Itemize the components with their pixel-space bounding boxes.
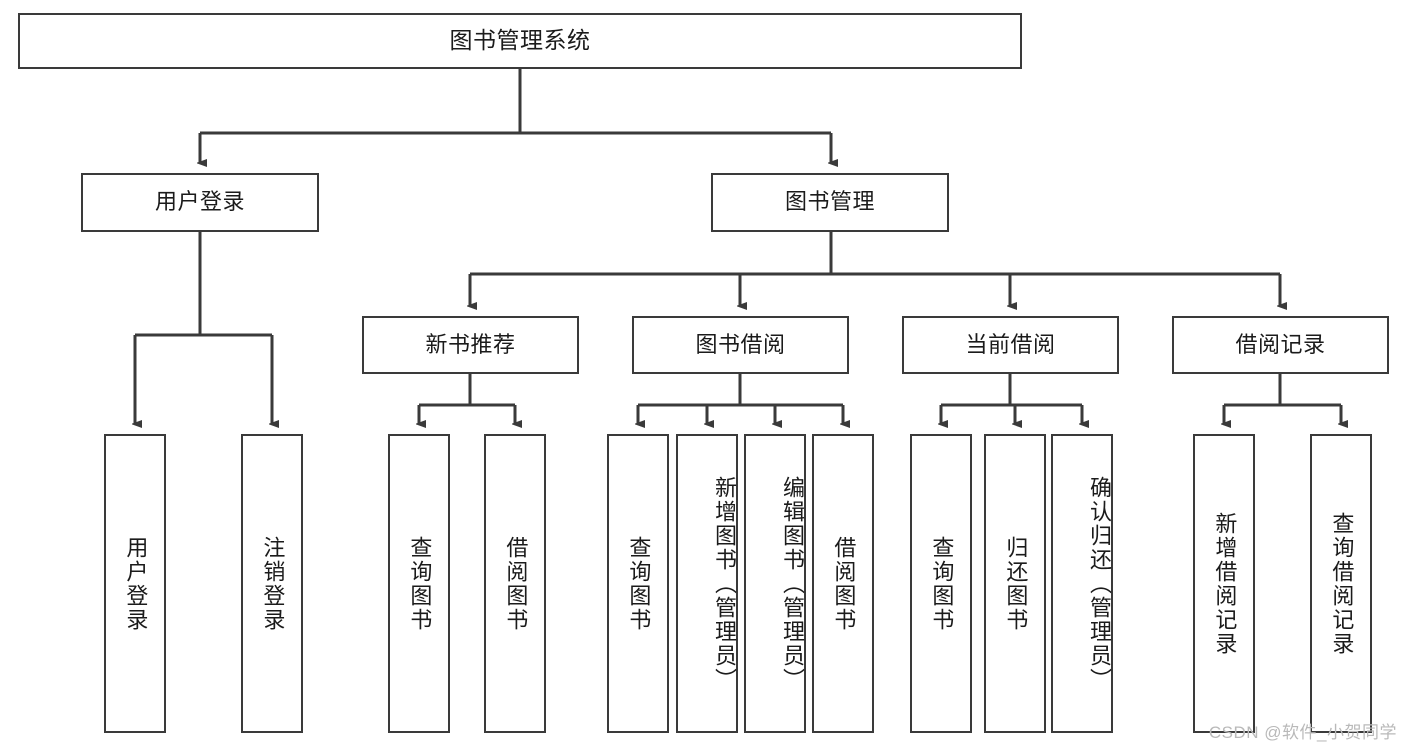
node-leaf-confirm-return[interactable]: 确认归还（管理员） [1051,434,1113,733]
node-leaf-add-book-label: 新增图书（管理员） [712,475,737,692]
node-leaf-logout[interactable]: 注销登录 [241,434,303,733]
node-borrow-record-label: 借阅记录 [1235,331,1326,357]
node-leaf-query-book-3[interactable]: 查询图书 [910,434,972,733]
node-leaf-edit-book[interactable]: 编辑图书（管理员） [744,434,806,733]
node-book-manage[interactable]: 图书管理 [711,173,949,232]
node-leaf-query-record[interactable]: 查询借阅记录 [1310,434,1372,733]
node-leaf-borrow-book-1-label: 借阅图书 [503,535,529,632]
node-leaf-query-book-1-label: 查询图书 [407,535,433,632]
node-book-borrow[interactable]: 图书借阅 [632,316,849,374]
node-current-borrow-label: 当前借阅 [965,331,1056,357]
node-new-book-rec-label: 新书推荐 [425,331,516,357]
node-root-label: 图书管理系统 [449,27,591,54]
node-leaf-query-book-3-label: 查询图书 [929,535,955,632]
node-leaf-logout-label: 注销登录 [260,535,286,632]
node-leaf-user-login-label: 用户登录 [123,535,149,632]
node-leaf-borrow-book-1[interactable]: 借阅图书 [484,434,546,733]
node-leaf-borrow-book-2[interactable]: 借阅图书 [812,434,874,733]
node-new-book-rec[interactable]: 新书推荐 [362,316,579,374]
node-leaf-borrow-book-2-label: 借阅图书 [831,535,857,632]
node-book-manage-label: 图书管理 [784,189,875,215]
node-leaf-query-book-1[interactable]: 查询图书 [388,434,450,733]
node-user-login-label: 用户登录 [154,189,245,215]
node-root[interactable]: 图书管理系统 [18,13,1022,69]
watermark-text: CSDN @软件_小贺同学 [1208,723,1397,742]
node-leaf-add-record[interactable]: 新增借阅记录 [1193,434,1255,733]
node-current-borrow[interactable]: 当前借阅 [902,316,1119,374]
node-leaf-return-book-label: 归还图书 [1003,535,1029,632]
node-leaf-query-book-2-label: 查询图书 [626,535,652,632]
node-leaf-add-book[interactable]: 新增图书（管理员） [676,434,738,733]
node-leaf-edit-book-label: 编辑图书（管理员） [780,475,805,692]
node-user-login[interactable]: 用户登录 [81,173,319,232]
node-leaf-confirm-return-label: 确认归还（管理员） [1087,475,1112,692]
node-leaf-user-login[interactable]: 用户登录 [104,434,166,733]
node-leaf-return-book[interactable]: 归还图书 [984,434,1046,733]
node-leaf-query-book-2[interactable]: 查询图书 [607,434,669,733]
node-leaf-query-record-label: 查询借阅记录 [1329,511,1355,656]
node-book-borrow-label: 图书借阅 [695,331,786,357]
node-leaf-add-record-label: 新增借阅记录 [1212,511,1238,656]
node-borrow-record[interactable]: 借阅记录 [1172,316,1389,374]
